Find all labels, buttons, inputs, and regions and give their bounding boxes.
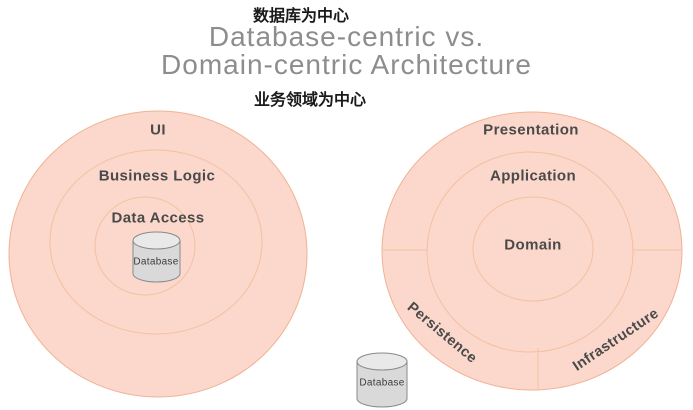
layer-label-ui: UI (150, 121, 166, 139)
business-logic-ring (49, 149, 263, 335)
layer-label-presentation: Presentation (483, 121, 579, 139)
layer-label-application: Application (489, 167, 577, 185)
cylinder-body (132, 240, 181, 283)
cylinder-top (132, 231, 181, 250)
cylinder-top (356, 352, 408, 371)
page-title: Database-centric vs. Domain-centric Arch… (0, 23, 693, 79)
database-cylinder-icon (132, 231, 181, 283)
application-ring (426, 151, 634, 353)
label-database-centric-zh: 数据库为中心 (252, 8, 350, 25)
cylinder-body (356, 361, 408, 408)
data-access-ring (94, 196, 196, 296)
domain-centric-diagram (356, 111, 683, 408)
layer-label-domain: Domain (504, 236, 562, 254)
layer-label-data-access: Data Access (111, 209, 205, 227)
domain-circle (472, 196, 594, 302)
database-centric-diagram (8, 110, 308, 398)
layer-label-business-logic: Business Logic (98, 167, 216, 185)
external-database-cylinder-icon (356, 352, 408, 408)
database-label: Database (133, 256, 179, 268)
title-line-1: Database-centric vs. (208, 21, 485, 52)
label-domain-centric-zh: 业务领域为中心 (253, 92, 367, 109)
title-line-2: Domain-centric Architecture (161, 49, 532, 80)
database-label: Database (359, 377, 405, 389)
